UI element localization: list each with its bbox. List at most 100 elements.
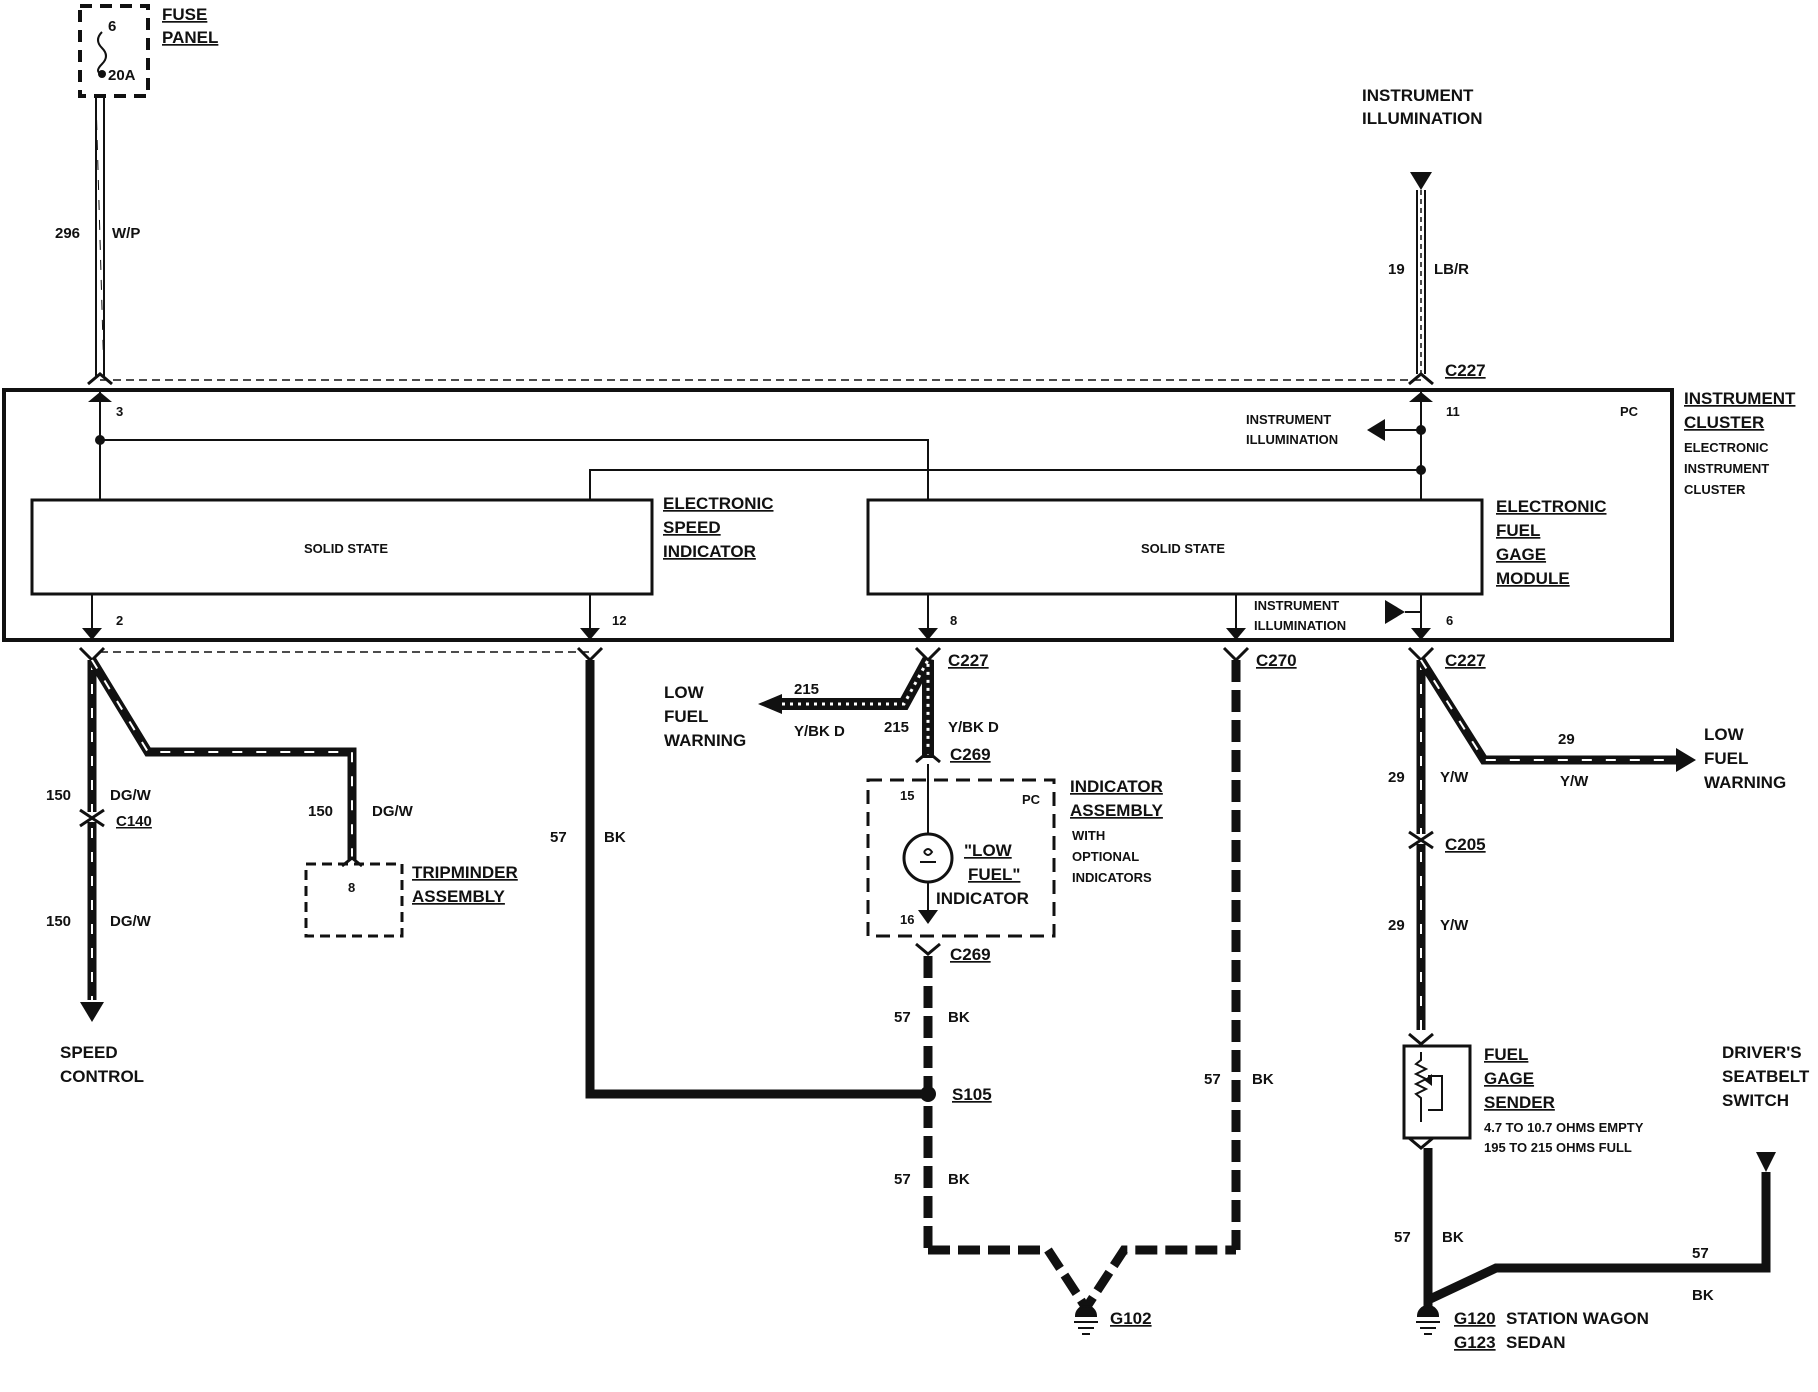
fuse-number: 6 bbox=[108, 18, 116, 35]
w57-speed-circuit: 57 bbox=[550, 829, 567, 846]
wire-296-circuit: 296 bbox=[55, 225, 80, 242]
sender-title-2: GAGE bbox=[1484, 1069, 1534, 1088]
sender-spec-2: 195 TO 215 OHMS FULL bbox=[1484, 1140, 1632, 1155]
w29c-circuit: 29 bbox=[1388, 917, 1405, 934]
illum-in-1: INSTRUMENT bbox=[1246, 412, 1331, 427]
illum-out-1: INSTRUMENT bbox=[1254, 598, 1339, 613]
c205-label: C205 bbox=[1445, 835, 1486, 854]
c269-bot-label: C269 bbox=[950, 945, 991, 964]
lfw-left-1: LOW bbox=[664, 683, 705, 702]
speed-control: SPEED CONTROL bbox=[60, 1043, 144, 1086]
pin-2: 2 bbox=[116, 613, 123, 628]
cluster-title-1: INSTRUMENT bbox=[1684, 389, 1796, 408]
tripminder-1: TRIPMINDER bbox=[412, 863, 518, 882]
speed-control-2: CONTROL bbox=[60, 1067, 144, 1086]
lfw-left-3: WARNING bbox=[664, 731, 746, 750]
sender-title-1: FUEL bbox=[1484, 1045, 1528, 1064]
wire-29: 29 Y/W 29 Y/W C205 29 Y/W bbox=[1388, 657, 1696, 1030]
w215a-circuit: 215 bbox=[794, 681, 819, 698]
fuel-gage-sender: FUEL GAGE SENDER 4.7 TO 10.7 OHMS EMPTY … bbox=[1402, 1032, 1644, 1155]
illum-out-arrow-icon-2 bbox=[1385, 600, 1405, 624]
w215b-circuit: 215 bbox=[884, 719, 909, 736]
fuse-panel-title-2: PANEL bbox=[162, 28, 218, 47]
tripminder-pin: 8 bbox=[348, 880, 355, 895]
g120-desc: STATION WAGON bbox=[1506, 1309, 1649, 1328]
w57-c270-circuit: 57 bbox=[1204, 1071, 1221, 1088]
ground-icon bbox=[1074, 1305, 1098, 1335]
pin-12: 12 bbox=[612, 613, 626, 628]
pin-8: 8 bbox=[950, 613, 957, 628]
fuel-box-text: SOLID STATE bbox=[1141, 541, 1225, 556]
wire-296-color: W/P bbox=[112, 225, 140, 242]
w215a-color: Y/BK D bbox=[794, 723, 845, 740]
wire-57-speed: 57 BK bbox=[550, 660, 928, 1099]
w57-s105-circuit: 57 bbox=[894, 1171, 911, 1188]
wire-19-color: LB/R bbox=[1434, 261, 1469, 278]
sender-spec-1: 4.7 TO 10.7 OHMS EMPTY bbox=[1484, 1120, 1644, 1135]
w29a-circuit: 29 bbox=[1388, 769, 1405, 786]
c227-top-label: C227 bbox=[1445, 361, 1486, 380]
w57-speed-color: BK bbox=[604, 829, 626, 846]
fuel-gage-module: SOLID STATE ELECTRONIC FUEL GAGE MODULE bbox=[866, 497, 1607, 596]
tripminder-2: ASSEMBLY bbox=[412, 887, 506, 906]
illum-top-2: ILLUMINATION bbox=[1362, 109, 1483, 128]
w57-s105-color: BK bbox=[948, 1171, 970, 1188]
speed-control-1: SPEED bbox=[60, 1043, 118, 1062]
wire-19-circuit: 19 bbox=[1388, 261, 1405, 278]
w57-sender-circuit: 57 bbox=[1394, 1229, 1411, 1246]
cluster-sub-1: ELECTRONIC bbox=[1684, 440, 1769, 455]
c270-label: C270 bbox=[1256, 651, 1297, 670]
wire-296: 296 W/P bbox=[55, 96, 140, 379]
cluster-title-2: CLUSTER bbox=[1684, 413, 1764, 432]
indicator-sub-1: WITH bbox=[1072, 828, 1105, 843]
c227-b-label: C227 bbox=[1445, 651, 1486, 670]
lamp-label-1: "LOW bbox=[964, 841, 1013, 860]
arrow-down-icon-speed bbox=[80, 1002, 104, 1022]
fuse-panel: 6 20A FUSE PANEL bbox=[78, 4, 218, 98]
s105-label: S105 bbox=[952, 1085, 992, 1104]
c227-a-label: C227 bbox=[948, 651, 989, 670]
indicator-sub-2: OPTIONAL bbox=[1072, 849, 1139, 864]
seatbelt-1: DRIVER'S bbox=[1722, 1043, 1802, 1062]
w57-c270-color: BK bbox=[1252, 1071, 1274, 1088]
fuel-title-1: ELECTRONIC bbox=[1496, 497, 1607, 516]
wire-19: 19 LB/R bbox=[1388, 190, 1469, 374]
w57-seatbelt-color: BK bbox=[1692, 1287, 1714, 1304]
w29c-color: Y/W bbox=[1440, 917, 1469, 934]
wire-150: 150 DG/W C140 150 DG/W 150 DG/W bbox=[46, 657, 414, 1022]
wire-57-c270: 57 BK bbox=[1204, 660, 1274, 1250]
indicator-assembly: 15 16 PC "LOW FUEL" INDICATOR INDICATOR … bbox=[866, 764, 1164, 938]
g123-desc: SEDAN bbox=[1506, 1333, 1566, 1352]
indicator-title-2: ASSEMBLY bbox=[1070, 801, 1164, 820]
fuse-rating: 20A bbox=[108, 67, 136, 84]
g123-label: G123 bbox=[1454, 1333, 1496, 1352]
low-fuel-warning-left: LOW FUEL WARNING bbox=[664, 683, 782, 750]
arrow-right-icon bbox=[1676, 748, 1696, 772]
w150a-circuit: 150 bbox=[46, 787, 71, 804]
fuse-icon bbox=[97, 31, 107, 75]
instrument-illumination-top: INSTRUMENT ILLUMINATION bbox=[1362, 86, 1483, 190]
w150c-color: DG/W bbox=[372, 803, 414, 820]
g102-label: G102 bbox=[1110, 1309, 1152, 1328]
pin-16: 16 bbox=[900, 912, 914, 927]
lamp-label-3: INDICATOR bbox=[936, 889, 1029, 908]
wire-215: 215 Y/BK D 215 Y/BK D C269 bbox=[782, 657, 999, 764]
ground-icon-2 bbox=[1416, 1305, 1440, 1335]
tripminder-assembly: 8 TRIPMINDER ASSEMBLY bbox=[304, 856, 518, 938]
seatbelt-3: SWITCH bbox=[1722, 1091, 1789, 1110]
w57-ind-color: BK bbox=[948, 1009, 970, 1026]
pin-11: 11 bbox=[1446, 404, 1460, 419]
indicator-title-1: INDICATOR bbox=[1070, 777, 1163, 796]
low-fuel-warning-right: LOW FUEL WARNING bbox=[1704, 725, 1786, 792]
sender-title-3: SENDER bbox=[1484, 1093, 1555, 1112]
w215b-color: Y/BK D bbox=[948, 719, 999, 736]
w150b-circuit: 150 bbox=[46, 913, 71, 930]
illum-out-arrow-icon bbox=[1367, 419, 1385, 441]
cluster-pc: PC bbox=[1620, 404, 1639, 419]
c140-label: C140 bbox=[116, 813, 152, 830]
connector-c227-top: C227 bbox=[87, 361, 1486, 386]
arrow-down-icon bbox=[1410, 172, 1432, 190]
low-fuel-lamp-icon bbox=[902, 832, 954, 884]
speed-title-1: ELECTRONIC bbox=[663, 494, 774, 513]
